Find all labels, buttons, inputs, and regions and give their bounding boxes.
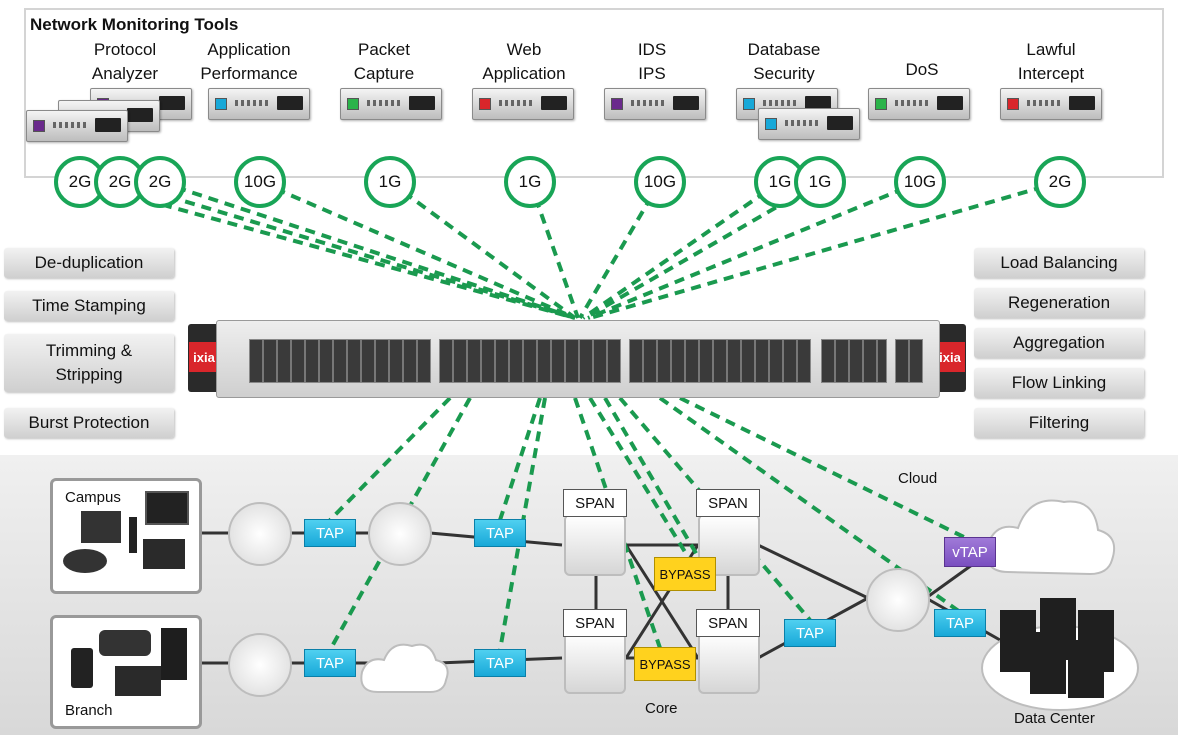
tools-title: Network Monitoring Tools — [30, 15, 239, 34]
vtap-badge: vTAP — [944, 537, 996, 567]
campus-box: Campus — [50, 478, 202, 594]
management-ports — [895, 339, 923, 383]
speed-badge: 1G — [794, 156, 846, 208]
datacenter-label: Data Center — [1014, 710, 1095, 727]
tap-badge: TAP — [474, 519, 526, 547]
feature-flow-linking: Flow Linking — [974, 368, 1144, 398]
core-switch-icon — [698, 632, 760, 694]
tap-badge: TAP — [784, 619, 836, 647]
speed-badge: 10G — [894, 156, 946, 208]
printer-icon — [81, 511, 121, 543]
speed-badge: 1G — [504, 156, 556, 208]
desk-phone-icon — [99, 630, 151, 656]
laptop-icon — [115, 666, 161, 696]
appliance — [604, 88, 706, 120]
appliance — [1000, 88, 1102, 120]
packet-broker-chassis: ixia ixia — [188, 320, 966, 398]
monitor-icon — [145, 491, 189, 525]
tap-badge: TAP — [304, 649, 356, 677]
feature-trimming-stripping: Trimming & Stripping — [4, 334, 174, 392]
feature-regeneration: Regeneration — [974, 288, 1144, 318]
speed-badge: 10G — [634, 156, 686, 208]
chassis-body — [216, 320, 940, 398]
router-icon — [228, 502, 292, 566]
router-icon — [368, 502, 432, 566]
core-label: Core — [645, 700, 678, 717]
monitoring-links — [79, 180, 1061, 651]
bypass-badge: BYPASS — [634, 647, 696, 681]
span-label: SPAN — [696, 489, 760, 517]
feature-time-stamping: Time Stamping — [4, 291, 174, 321]
ixia-logo: ixia — [189, 342, 219, 372]
span-label: SPAN — [563, 489, 627, 517]
appliance — [758, 108, 860, 140]
feature-filtering: Filtering — [974, 408, 1144, 438]
feature-load-balancing: Load Balancing — [974, 248, 1144, 278]
span-label: SPAN — [696, 609, 760, 637]
laptop-icon — [143, 539, 185, 569]
tap-badge: TAP — [304, 519, 356, 547]
speed-badge: 10G — [234, 156, 286, 208]
router-icon — [228, 633, 292, 697]
ixia-logo: ixia — [935, 342, 965, 372]
port-block — [249, 339, 431, 383]
tap-badge: TAP — [934, 609, 986, 637]
mobile-phone-icon — [71, 648, 93, 688]
appliance — [340, 88, 442, 120]
appliance — [208, 88, 310, 120]
core-switch-icon — [564, 632, 626, 694]
port-block — [629, 339, 811, 383]
speed-badge: 1G — [364, 156, 416, 208]
router-icon — [866, 568, 930, 632]
port-block — [439, 339, 621, 383]
server-tower-icon — [161, 628, 187, 680]
core-switch-icon — [564, 514, 626, 576]
feature-burst-protection: Burst Protection — [4, 408, 174, 438]
feature-deduplication: De-duplication — [4, 248, 174, 278]
conference-phone-icon — [63, 549, 107, 573]
cloud-label: Cloud — [898, 470, 938, 487]
appliance — [26, 110, 128, 142]
appliance — [868, 88, 970, 120]
branch-label: Branch — [65, 702, 113, 719]
appliance — [472, 88, 574, 120]
speed-badge: 2G — [1034, 156, 1086, 208]
tap-badge: TAP — [474, 649, 526, 677]
span-label: SPAN — [563, 609, 627, 637]
branch-box: Branch — [50, 615, 202, 729]
feature-aggregation: Aggregation — [974, 328, 1144, 358]
tool-dos: DoS — [905, 60, 939, 79]
port-block — [821, 339, 887, 383]
speed-badge: 2G — [134, 156, 186, 208]
desktop-tower-icon — [129, 517, 137, 553]
campus-label: Campus — [65, 489, 121, 506]
bypass-badge: BYPASS — [654, 557, 716, 591]
